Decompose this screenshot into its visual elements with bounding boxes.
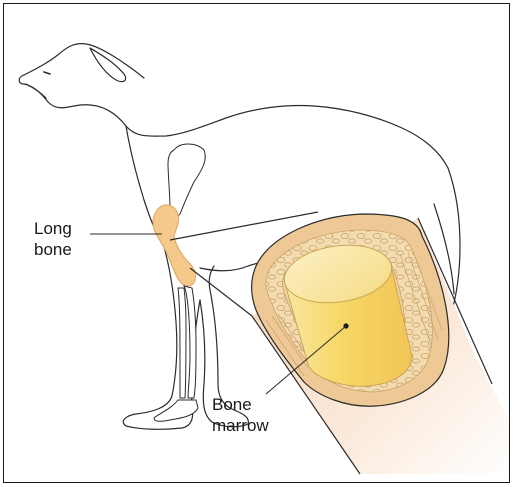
ulna-bone <box>178 288 186 398</box>
long-bone-label: Long bone <box>34 218 72 260</box>
long-bone-label-line1: Long <box>34 218 72 239</box>
bone-marrow-label: Bone marrow <box>212 394 269 436</box>
callout-line-lower <box>190 268 252 316</box>
scapula-bone <box>168 144 205 216</box>
dog-eye <box>44 72 50 74</box>
dog-head-back-outline <box>19 44 448 168</box>
dog-mouth <box>26 84 46 98</box>
paw-bones <box>154 400 198 421</box>
front-limb-skeleton <box>153 144 205 421</box>
humerus-long-bone <box>153 205 195 286</box>
long-bone-label-line2: bone <box>34 239 72 260</box>
bone-marrow-label-line2: marrow <box>212 415 269 436</box>
bone-marrow-label-line1: Bone <box>212 394 269 415</box>
bone-cross-section <box>252 214 511 474</box>
diagram-frame: Long bone Bone marrow <box>3 3 510 483</box>
